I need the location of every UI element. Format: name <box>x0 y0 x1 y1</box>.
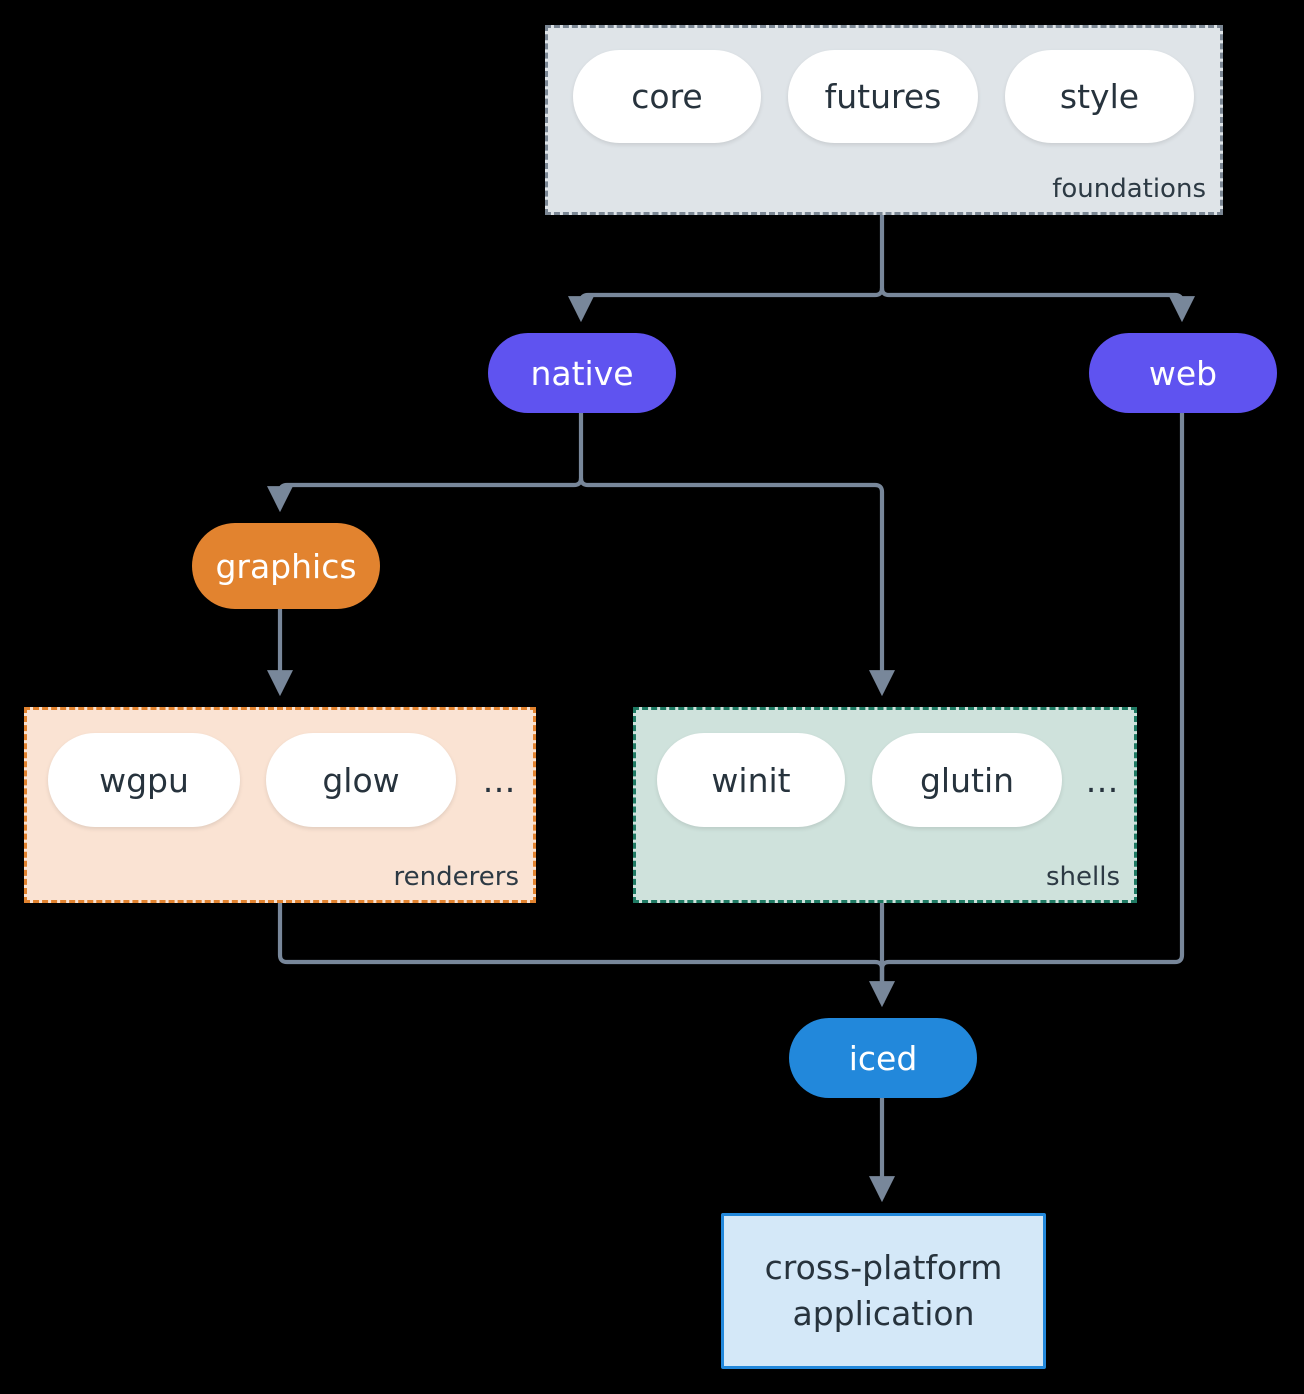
node-iced[interactable]: iced <box>789 1018 977 1098</box>
node-style[interactable]: style <box>1005 50 1194 143</box>
edge-foundations-web <box>879 287 1196 323</box>
renderers-more-ellipsis: … <box>482 760 516 800</box>
node-web[interactable]: web <box>1089 333 1277 413</box>
node-core[interactable]: core <box>573 50 761 143</box>
shells-more-ellipsis: … <box>1085 760 1119 800</box>
cluster-label-foundations: foundations <box>1052 174 1206 204</box>
application-line-1: cross-platform <box>764 1248 1003 1288</box>
node-futures[interactable]: futures <box>788 50 978 143</box>
node-cross-platform-application[interactable]: cross-platform application <box>721 1213 1046 1369</box>
node-winit[interactable]: winit <box>657 733 845 827</box>
edge-native-graphics <box>266 413 584 513</box>
node-native[interactable]: native <box>488 333 676 413</box>
application-line-2: application <box>792 1294 975 1333</box>
edge-foundations-native <box>567 215 885 323</box>
node-graphics[interactable]: graphics <box>192 523 380 609</box>
cluster-label-renderers: renderers <box>393 862 519 892</box>
cluster-label-shells: shells <box>1045 862 1120 892</box>
edge-native-shells <box>578 477 896 697</box>
node-wgpu[interactable]: wgpu <box>48 733 240 827</box>
node-glutin[interactable]: glutin <box>872 733 1062 827</box>
edge-renderers-iced <box>277 903 896 1008</box>
node-glow[interactable]: glow <box>266 733 456 827</box>
